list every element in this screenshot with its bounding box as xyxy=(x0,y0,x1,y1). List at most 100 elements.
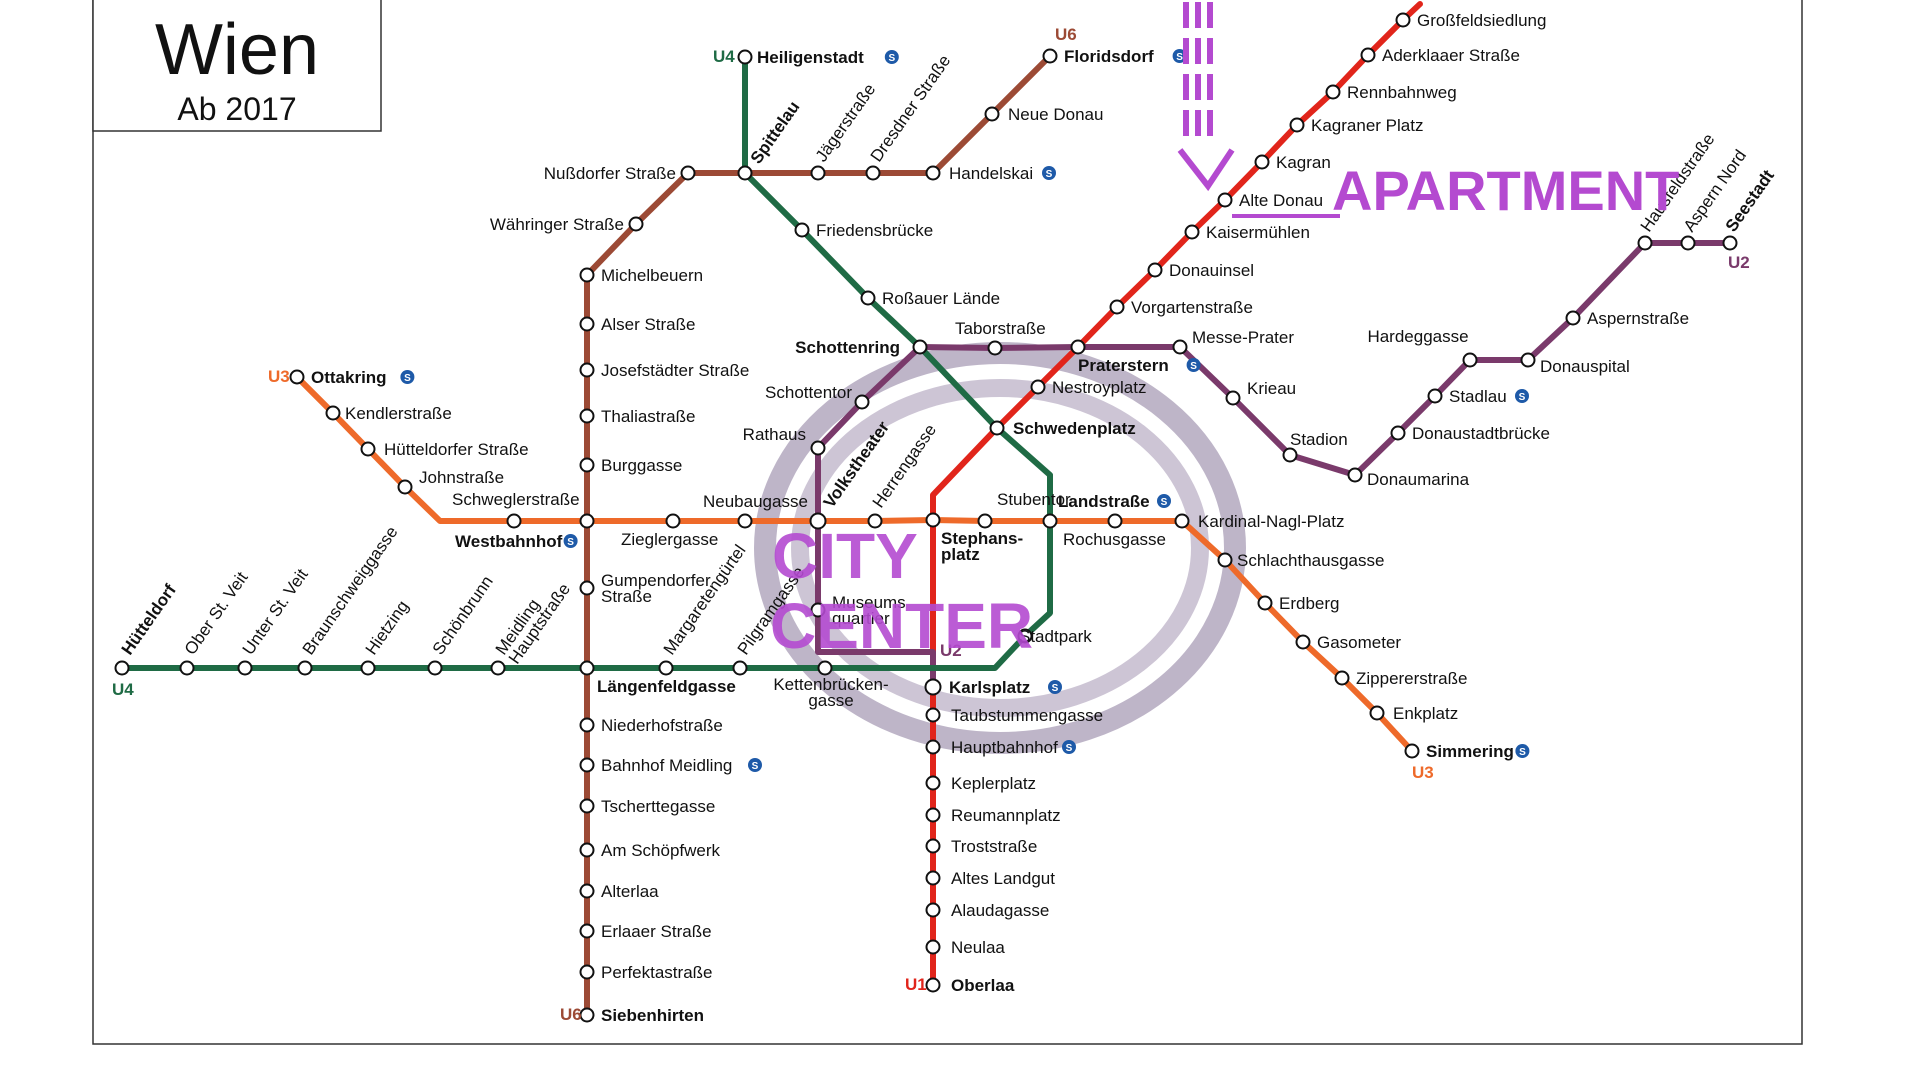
station-keplerplatz[interactable] xyxy=(925,775,941,791)
station-zippererstrasse[interactable] xyxy=(1334,670,1350,686)
station-westbahnhof[interactable] xyxy=(579,513,595,529)
station-burggasse[interactable] xyxy=(579,457,595,473)
station-kardinal[interactable] xyxy=(1174,513,1190,529)
station-aspern-nord[interactable] xyxy=(1680,235,1696,251)
station-siebenhirten[interactable] xyxy=(579,1007,595,1023)
station-museumsquartier[interactable] xyxy=(810,602,826,618)
station-zieglergasse[interactable] xyxy=(665,513,681,529)
station-kagraner-platz[interactable] xyxy=(1289,117,1305,133)
station-taubstummengasse[interactable] xyxy=(925,707,941,723)
station-kaisermuehlen[interactable] xyxy=(1184,224,1200,240)
station-perfektastrasse[interactable] xyxy=(579,964,595,980)
station-floridsdorf[interactable] xyxy=(1042,48,1058,64)
station-stadtpark[interactable] xyxy=(1017,628,1033,644)
station-jaegerstrasse[interactable] xyxy=(810,165,826,181)
station-hardeggasse[interactable] xyxy=(1462,352,1478,368)
station-aspernstrasse[interactable] xyxy=(1565,310,1581,326)
station-volkstheater[interactable] xyxy=(809,512,827,530)
station-huetteldorfer-str[interactable] xyxy=(360,441,376,457)
station-stephansplatz[interactable] xyxy=(925,512,941,528)
station-kettenbrueckengasse[interactable] xyxy=(817,660,833,676)
station-rathaus[interactable] xyxy=(810,440,826,456)
map-border xyxy=(92,0,1803,1045)
station-donauspital[interactable] xyxy=(1520,352,1536,368)
station-hauptbahnhof[interactable] xyxy=(925,739,941,755)
station-schottenring[interactable] xyxy=(912,339,928,355)
station-troststrasse[interactable] xyxy=(925,838,941,854)
station-hausfeldstrasse[interactable] xyxy=(1637,235,1653,251)
station-stadlau[interactable] xyxy=(1427,388,1443,404)
station-rossauer-laende[interactable] xyxy=(860,290,876,306)
station-unter-st-veit[interactable] xyxy=(237,660,253,676)
station-oberlaa[interactable] xyxy=(925,977,941,993)
station-vorgartenstrasse[interactable] xyxy=(1109,299,1125,315)
station-simmering[interactable] xyxy=(1404,743,1420,759)
station-ottakring[interactable] xyxy=(289,369,305,385)
station-nussdorfer[interactable] xyxy=(680,165,696,181)
station-reumannplatz[interactable] xyxy=(925,807,941,823)
station-niederhofstrasse[interactable] xyxy=(579,717,595,733)
station-friedensbruecke[interactable] xyxy=(794,222,810,238)
station-karlsplatz[interactable] xyxy=(924,678,942,696)
station-dresdner[interactable] xyxy=(865,165,881,181)
station-huetteldorf[interactable] xyxy=(114,660,130,676)
station-michelbeuern[interactable] xyxy=(579,267,595,283)
station-rennbahnweg[interactable] xyxy=(1325,84,1341,100)
station-donauinsel[interactable] xyxy=(1147,262,1163,278)
station-waehringer[interactable] xyxy=(628,216,644,232)
station-nestroyplatz[interactable] xyxy=(1030,379,1046,395)
station-grossfeldsiedlung[interactable] xyxy=(1395,12,1411,28)
station-thaliastrasse[interactable] xyxy=(579,408,595,424)
station-braunschweiggasse[interactable] xyxy=(297,660,313,676)
station-tscherttegasse[interactable] xyxy=(579,798,595,814)
station-johnstrasse[interactable] xyxy=(397,479,413,495)
station-hietzing[interactable] xyxy=(360,660,376,676)
station-stubentor[interactable] xyxy=(977,513,993,529)
station-kagran[interactable] xyxy=(1254,154,1270,170)
station-donaumarina[interactable] xyxy=(1347,467,1363,483)
station-altes-landgut[interactable] xyxy=(925,870,941,886)
station-ober-st-veit[interactable] xyxy=(179,660,195,676)
label-zippererstrasse: Zippererstraße xyxy=(1356,669,1467,688)
station-josefstaedter[interactable] xyxy=(579,362,595,378)
station-schoenbrunn[interactable] xyxy=(427,660,443,676)
station-aderklaaer[interactable] xyxy=(1360,47,1376,63)
station-schlachthausgasse[interactable] xyxy=(1217,552,1233,568)
station-messe-prater[interactable] xyxy=(1172,339,1188,355)
station-neulaa[interactable] xyxy=(925,939,941,955)
station-heiligenstadt[interactable] xyxy=(737,49,753,65)
station-gasometer[interactable] xyxy=(1295,634,1311,650)
station-praterstern[interactable] xyxy=(1070,339,1086,355)
station-neue-donau[interactable] xyxy=(984,106,1000,122)
station-neubaugasse[interactable] xyxy=(737,513,753,529)
station-handelskai[interactable] xyxy=(925,165,941,181)
station-erdberg[interactable] xyxy=(1257,595,1273,611)
station-laengenfeldgasse[interactable] xyxy=(579,660,595,676)
station-alte-donau[interactable] xyxy=(1217,192,1233,208)
station-alaudagasse[interactable] xyxy=(925,902,941,918)
station-spittelau[interactable] xyxy=(737,165,753,181)
station-schottentor[interactable] xyxy=(854,394,870,410)
station-schweglerstrasse[interactable] xyxy=(506,513,522,529)
station-donaustadtbruecke[interactable] xyxy=(1390,425,1406,441)
station-stadion[interactable] xyxy=(1282,447,1298,463)
station-landstrasse[interactable] xyxy=(1042,513,1058,529)
station-schwedenplatz[interactable] xyxy=(989,420,1005,436)
station-enkplatz[interactable] xyxy=(1369,705,1385,721)
station-am-schoepfwerk[interactable] xyxy=(579,842,595,858)
station-krieau[interactable] xyxy=(1225,390,1241,406)
station-meidling-hs[interactable] xyxy=(490,660,506,676)
station-taborstrasse[interactable] xyxy=(987,340,1003,356)
station-kendlerstrasse[interactable] xyxy=(325,405,341,421)
station-gumpendorfer[interactable] xyxy=(579,580,595,596)
station-alterlaa[interactable] xyxy=(579,883,595,899)
station-seestadt[interactable] xyxy=(1722,235,1738,251)
station-bahnhof-meidling[interactable] xyxy=(579,757,595,773)
station-alser[interactable] xyxy=(579,316,595,332)
station-herrengasse[interactable] xyxy=(867,513,883,529)
station-pilgramgasse[interactable] xyxy=(732,660,748,676)
station-margaretenguertel[interactable] xyxy=(658,660,674,676)
station-erlaaer[interactable] xyxy=(579,923,595,939)
station-rochusgasse[interactable] xyxy=(1107,513,1123,529)
